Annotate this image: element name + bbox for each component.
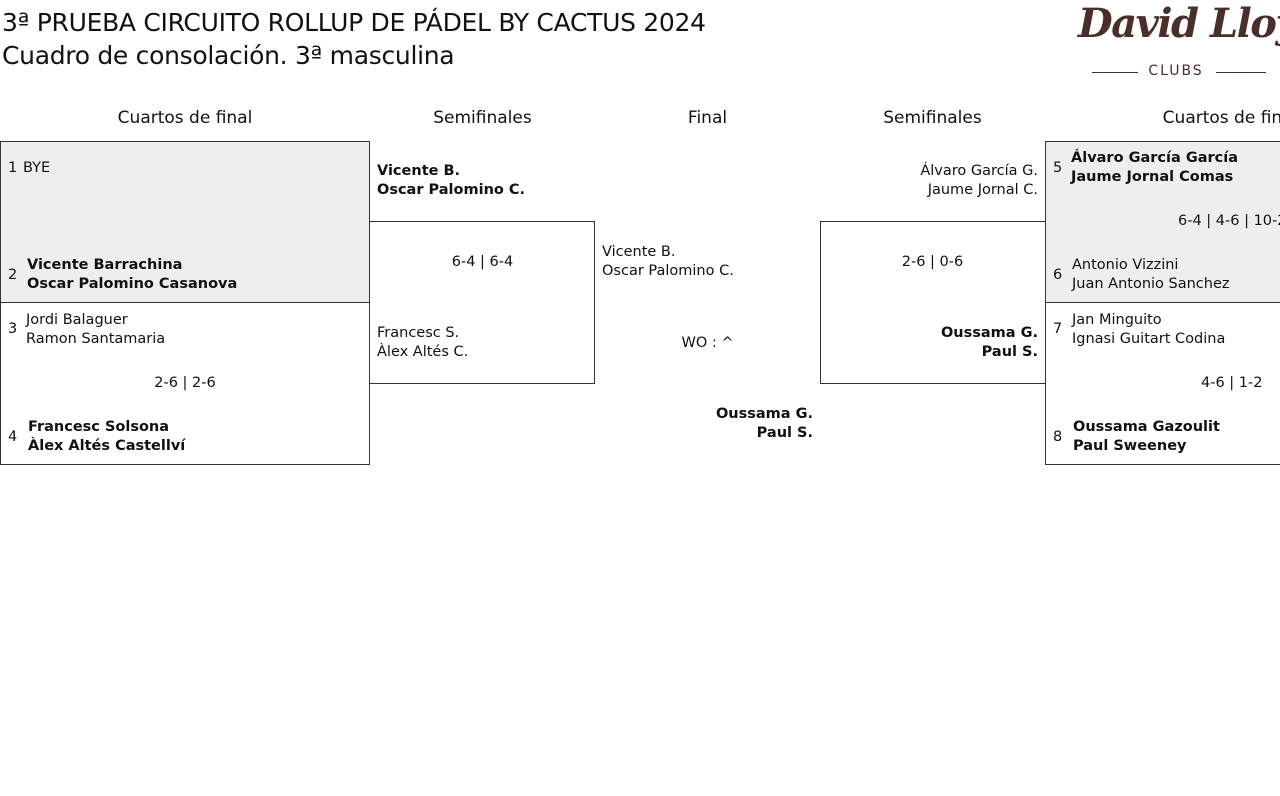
player-name: Oscar Palomino Casanova (27, 276, 238, 292)
player-name: Oussama Gazoulit (1073, 419, 1220, 435)
champion-name: Paul S. (756, 425, 813, 441)
player-name: Francesc Solsona (28, 419, 170, 435)
player-name: Paul Sweeney (1073, 438, 1187, 454)
seed-number: 2 (8, 267, 18, 283)
match-score: 2-6 | 2-6 (154, 375, 216, 391)
match-box-left-sf (369, 221, 595, 384)
player-name: Jaume Jornal C. (927, 182, 1038, 198)
player-name: Oussama G. (940, 325, 1038, 341)
player-name: Jan Minguito (1072, 312, 1162, 328)
logo-brand: David Lloyd (1078, 0, 1280, 47)
champion-name: Oussama G. (715, 406, 813, 422)
player-name: Vicente B. (377, 163, 461, 179)
logo-rule-right (1216, 72, 1266, 73)
round-heading-right-sf: Semifinales (883, 108, 982, 128)
round-heading-final: Final (687, 108, 728, 128)
david-lloyd-logo: David Lloyd CLUBS (1076, 0, 1280, 84)
player-name: Ignasi Guitart Codina (1072, 331, 1226, 347)
player-name: Antonio Vizzini (1072, 257, 1179, 273)
match-score: WO : ^ (681, 335, 734, 351)
match-box-right-qf-1 (1045, 141, 1280, 303)
player-name: Oscar Palomino C. (377, 182, 526, 198)
player-name: Àlex Altés Castellví (28, 438, 186, 454)
player-name: Juan Antonio Sanchez (1072, 276, 1230, 292)
player-name: Vicente Barrachina (27, 257, 183, 273)
match-score: 6-4 | 4-6 | 10-2 (1178, 213, 1280, 229)
player-name: Àlex Altés C. (377, 344, 469, 360)
seed-number: 5 (1053, 160, 1063, 176)
player-name: Oscar Palomino C. (602, 263, 734, 279)
player-name: Francesc S. (377, 325, 460, 341)
player-name: Vicente B. (602, 244, 676, 260)
player-name: Paul S. (981, 344, 1038, 360)
seed-number: 3 (8, 321, 18, 337)
page-title: 3ª PRUEBA CIRCUITO ROLLUP DE PÁDEL BY CA… (2, 8, 706, 37)
round-heading-left-qf: Cuartos de final (117, 108, 253, 128)
seed-number: 1 (8, 160, 18, 176)
round-heading-right-qf: Cuartos de final (1162, 108, 1280, 128)
player-name: Álvaro García G. (920, 163, 1038, 179)
logo-rule-left (1092, 72, 1138, 73)
seed-number: 4 (8, 429, 18, 445)
page-subtitle: Cuadro de consolación. 3ª masculina (2, 41, 455, 70)
match-score: 2-6 | 0-6 (901, 254, 964, 270)
seed-number: 6 (1053, 267, 1063, 283)
player-name: Álvaro García García (1071, 150, 1239, 166)
player-name: Jaume Jornal Comas (1071, 169, 1234, 185)
logo-sub: CLUBS (1148, 63, 1204, 79)
player-name: Jordi Balaguer (26, 312, 128, 328)
match-box-left-qf-1 (0, 141, 370, 303)
match-box-right-qf-2 (1045, 302, 1280, 465)
match-score: 4-6 | 1-2 (1201, 375, 1263, 391)
round-heading-left-sf: Semifinales (433, 108, 532, 128)
seed-number: 7 (1053, 321, 1063, 337)
match-score: 6-4 | 6-4 (451, 254, 514, 270)
player-name: Ramon Santamaria (26, 331, 166, 347)
player-name: BYE (23, 160, 51, 176)
seed-number: 8 (1053, 429, 1063, 445)
